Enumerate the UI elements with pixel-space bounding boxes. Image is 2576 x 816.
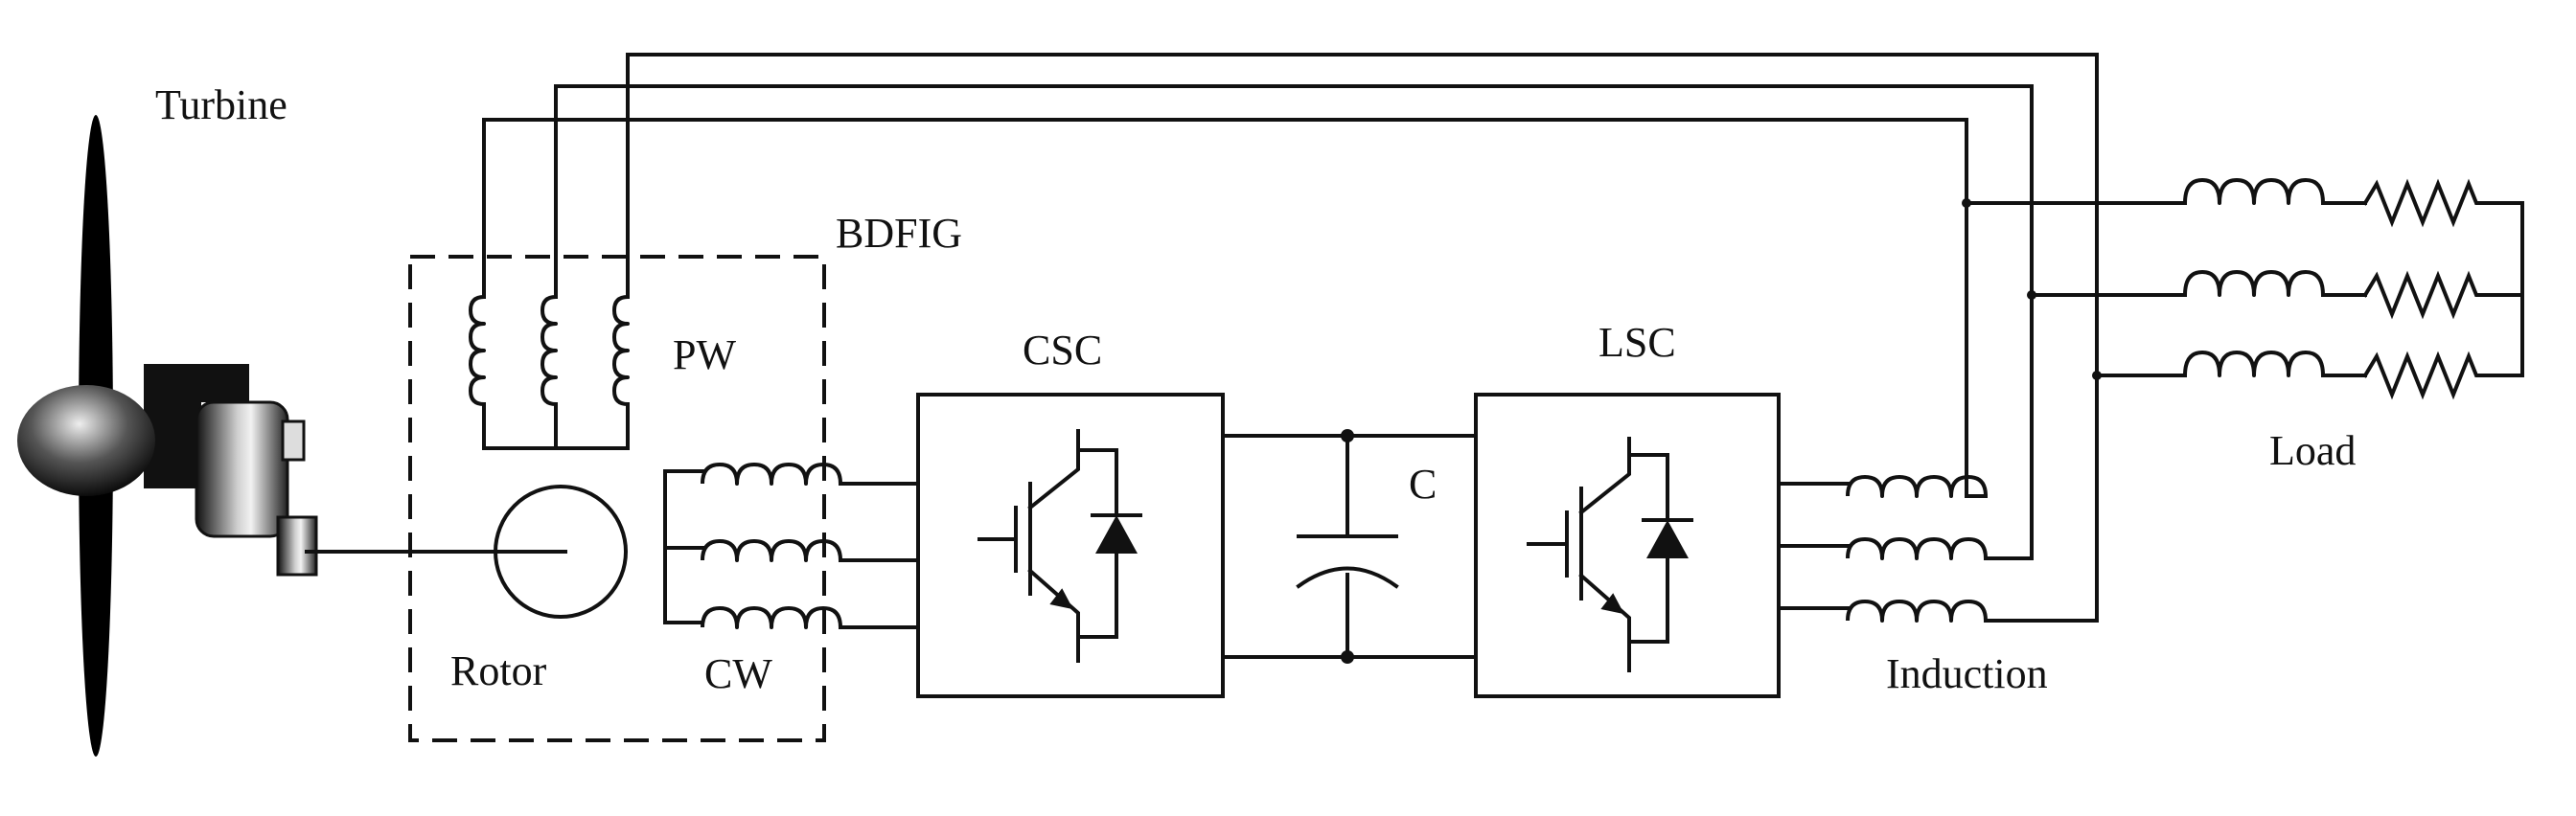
load-resistor-1 — [2362, 178, 2524, 228]
csc-box — [916, 393, 1225, 698]
load-node-c — [2092, 371, 2102, 380]
induction-coil-1 — [1846, 475, 1988, 498]
load-resistor-2 — [2362, 270, 2524, 320]
lsc-diode-icon — [1646, 520, 1689, 558]
induction-coils — [1777, 475, 2099, 623]
lsc-igbt-arrow-icon — [1600, 593, 1624, 615]
dc-node-top — [1341, 429, 1354, 442]
load-resistor-3 — [2362, 351, 2524, 400]
pw-lead-a — [482, 118, 1968, 486]
pw-label: PW — [673, 331, 736, 378]
pw-coil-2 — [540, 295, 558, 406]
load-node-b — [2027, 290, 2036, 300]
bdfig-label: BDFIG — [836, 210, 962, 257]
turbine-coupling — [276, 515, 318, 577]
cw-label: CW — [704, 650, 772, 697]
capacitor-label: C — [1409, 461, 1437, 508]
load — [1962, 178, 2524, 400]
csc-igbt-arrow-icon — [1049, 588, 1073, 610]
pw-coil-1 — [469, 295, 486, 406]
turbine: Turbine — [17, 81, 318, 757]
pw-lead-b — [554, 84, 2034, 548]
dc-node-bottom — [1341, 650, 1354, 664]
csc-label: CSC — [1023, 327, 1102, 374]
csc-converter — [916, 393, 1225, 698]
capacitor-plate-bottom — [1296, 566, 1399, 589]
lsc-label: LSC — [1598, 319, 1676, 366]
rotor-circle — [494, 485, 628, 619]
cw-winding — [663, 463, 920, 629]
load-inductor-1 — [2183, 178, 2325, 205]
lsc-converter — [1474, 393, 1781, 698]
induction-label: Induction — [1886, 650, 2048, 697]
induction-coil-3 — [1846, 600, 1988, 623]
cw-coil-1 — [701, 463, 842, 486]
cw-coil-2 — [701, 539, 842, 562]
rotor-label: Rotor — [450, 647, 547, 694]
load-inductor-2 — [2183, 270, 2325, 297]
turbine-hub — [17, 385, 155, 496]
dc-link — [1221, 429, 1478, 664]
turbine-nacelle-top — [149, 364, 249, 402]
bdfig-boundary — [408, 255, 826, 742]
turbine-generator-body — [195, 400, 289, 538]
turbine-label: Turbine — [155, 81, 288, 128]
csc-diode-icon — [1095, 515, 1138, 554]
pw-lead-c — [626, 53, 2099, 610]
load-inductor-3 — [2183, 351, 2325, 377]
induction-coil-2 — [1846, 537, 1988, 560]
load-node-a — [1962, 198, 1971, 208]
cw-coil-3 — [701, 606, 842, 629]
pw-coil-3 — [612, 295, 630, 406]
load-label: Load — [2269, 427, 2356, 474]
turbine-shaft-collar — [281, 419, 306, 462]
pw-winding — [469, 53, 2099, 610]
